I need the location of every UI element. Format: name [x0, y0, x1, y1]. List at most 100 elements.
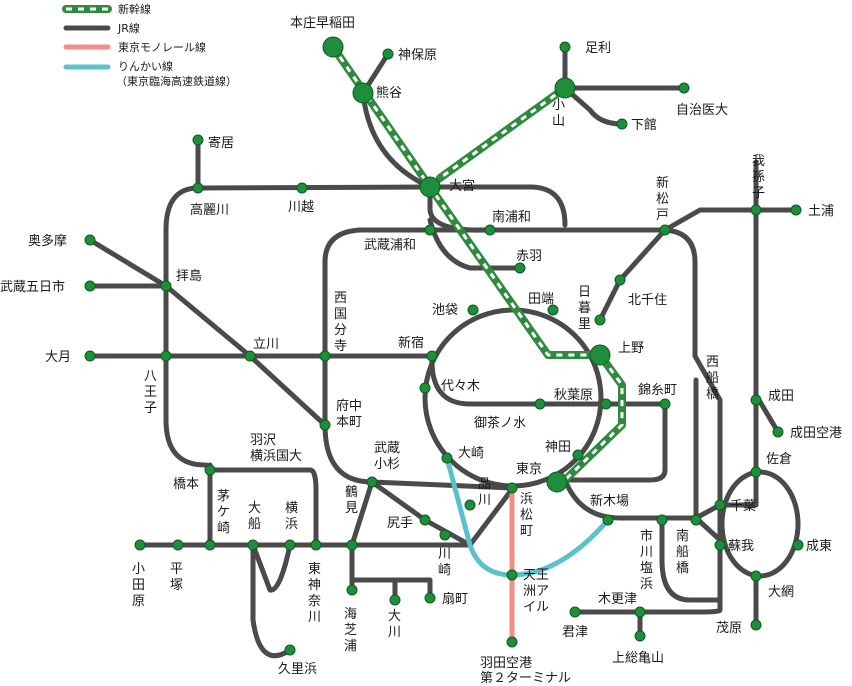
- station-marker: [424, 224, 436, 236]
- label-tennozu-2: 洲ア: [523, 584, 549, 599]
- label-nishi-kokubunji-3: 分: [334, 323, 347, 338]
- station-marker: [319, 419, 331, 431]
- station-marker: [506, 482, 518, 494]
- station-marker: [547, 304, 559, 316]
- station-marker: [792, 539, 804, 551]
- label-chigasaki-2: ケ: [217, 505, 230, 520]
- label-abiko-1: 我: [752, 154, 765, 169]
- legend: 新幹線 JR線 東京モノレール線 りんかい線 （東京臨海高速鉄道線）: [62, 2, 237, 88]
- label-umishibaura-1: 海: [344, 607, 357, 622]
- label-ofuna-1: 大: [248, 501, 261, 516]
- label-tennozu-1: 天王: [523, 568, 549, 583]
- label-umishibaura-3: 浦: [344, 639, 357, 654]
- station-marker: [616, 118, 628, 130]
- label-tabata: 田端: [528, 292, 554, 307]
- legend-jr-label: JR線: [117, 21, 140, 35]
- legend-shinkansen: 新幹線: [62, 2, 151, 16]
- station-marker: [506, 636, 518, 648]
- station-marker: [319, 350, 331, 362]
- label-ueno: 上野: [618, 341, 644, 356]
- station-marker: [284, 539, 296, 551]
- label-oyama-1: 小: [552, 98, 565, 113]
- line-kawagoe: [195, 184, 433, 191]
- line-saikyo-link: [427, 184, 493, 233]
- label-minami-funabashi-3: 橋: [676, 561, 689, 576]
- label-tokyo: 東京: [516, 461, 542, 477]
- line-keiyo-link: [562, 401, 668, 483]
- label-tsurumi-1: 鶴: [345, 484, 358, 500]
- legend-rinkai-sub-label: （東京臨海高速鉄道線）: [116, 74, 237, 88]
- label-shin-matsudo-1: 新: [656, 175, 669, 191]
- label-shiriya: 尻手: [387, 516, 413, 531]
- line-yokohama-line: [207, 467, 319, 548]
- station-marker: [204, 539, 216, 551]
- station-marker: [514, 262, 526, 274]
- label-abiko-3: 子: [752, 186, 765, 201]
- station-marker: [554, 77, 576, 99]
- label-okawa-2: 川: [388, 625, 401, 640]
- legend-jr: JR線: [63, 21, 140, 35]
- label-yoyogi: 代々木: [441, 379, 480, 394]
- line-joban: [662, 207, 799, 233]
- label-higashi-kanagawa-4: 川: [308, 610, 321, 625]
- label-haneda-1: 羽田空港: [480, 656, 532, 671]
- label-odawara-2: 田: [132, 578, 145, 593]
- label-umishibaura-2: 芝: [344, 622, 357, 638]
- station-marker: [346, 584, 358, 596]
- label-omiya: 大宮: [449, 178, 475, 194]
- label-nishi-funabashi-2: 船: [706, 371, 719, 386]
- label-ichikawa-1: 市: [640, 528, 653, 544]
- label-oyama-2: 山: [552, 114, 565, 129]
- station-marker: [602, 514, 614, 526]
- label-higashi-kanagawa-1: 東: [308, 561, 321, 577]
- station-marker: [419, 514, 431, 526]
- station-marker: [160, 350, 172, 362]
- station-marker: [750, 619, 762, 631]
- label-narita-airport: 成田空港: [790, 426, 842, 441]
- label-kawasaki-1: 川: [438, 547, 451, 562]
- station-marker: [426, 350, 438, 362]
- station-marker: [690, 514, 702, 526]
- label-higashi-kanagawa-3: 奈: [308, 594, 321, 609]
- label-kawagoe: 川越: [288, 200, 314, 215]
- label-osaki: 大崎: [458, 446, 484, 461]
- label-musashi-kosugi-2: 小杉: [374, 457, 400, 472]
- line-kururi: [637, 609, 703, 639]
- label-yokohama-2: 浜: [285, 517, 298, 532]
- label-musashi-urawa: 武蔵浦和: [364, 238, 416, 253]
- station-marker: [506, 569, 518, 581]
- label-hiratsuka-1: 平: [170, 562, 183, 577]
- station-marker: [192, 134, 204, 146]
- label-honjo-waseda: 本庄早稲田: [290, 15, 355, 31]
- station-marker: [439, 529, 451, 541]
- station-marker: [419, 382, 431, 394]
- label-minami-urawa: 南浦和: [492, 209, 531, 225]
- label-chiba: 千葉: [730, 499, 756, 514]
- label-kimitsu: 君津: [562, 625, 588, 640]
- label-tsuchiura: 土浦: [808, 204, 834, 219]
- label-musashi-kosugi-1: 武蔵: [374, 441, 400, 456]
- station-marker: [366, 476, 378, 488]
- label-nishi-kokubunji-2: 国: [334, 307, 347, 322]
- label-kita-senju: 北千住: [628, 293, 667, 308]
- label-shinagawa-2: 川: [478, 493, 491, 508]
- label-okutama: 奥多摩: [28, 233, 67, 249]
- label-hachioji-1: 八: [144, 369, 157, 384]
- label-nishi-kokubunji-1: 西: [334, 291, 347, 306]
- label-hamamatsucho-1: 浜: [520, 492, 533, 507]
- station-marker: [614, 274, 626, 286]
- station-marker: [589, 344, 611, 366]
- label-shimodate: 下館: [631, 118, 657, 133]
- label-hachioji-2: 王: [144, 385, 157, 400]
- station-marker: [204, 464, 216, 476]
- label-shinagawa-1: 品: [478, 477, 491, 492]
- label-nishi-kokubunji-4: 寺: [334, 339, 347, 354]
- station-marker: [172, 539, 184, 551]
- label-jichi-idai: 自治医大: [676, 103, 728, 118]
- label-akabane: 赤羽: [516, 249, 542, 264]
- label-ofuna-2: 船: [248, 517, 261, 532]
- station-marker: [790, 204, 802, 216]
- station-marker: [484, 224, 496, 236]
- legend-monorail-label: 東京モノレール線: [118, 40, 206, 54]
